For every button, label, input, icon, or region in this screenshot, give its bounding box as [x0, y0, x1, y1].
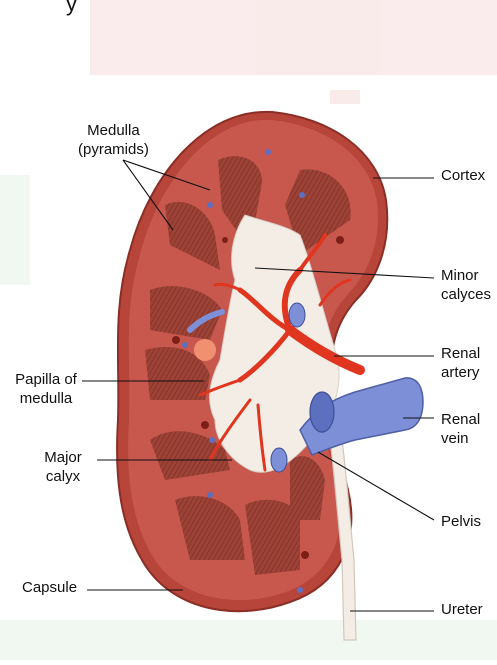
- label-major-calyx: Major calyx: [32, 448, 94, 486]
- label-major-calyx-line2: calyx: [32, 467, 94, 486]
- label-papilla-of-medulla: Papilla of medulla: [10, 370, 82, 408]
- label-ureter: Ureter: [441, 600, 483, 619]
- label-cortex: Cortex: [441, 166, 485, 185]
- label-medulla-line1: Medulla: [78, 121, 149, 140]
- label-minor-calyces-line2: calyces: [441, 285, 491, 304]
- label-pelvis: Pelvis: [441, 512, 481, 531]
- label-renal-vein-line2: vein: [441, 429, 480, 448]
- label-major-calyx-line1: Major: [32, 448, 94, 467]
- label-renal-vein: Renal vein: [441, 410, 480, 448]
- label-minor-calyces-line1: Minor: [441, 266, 491, 285]
- label-papilla-line2: medulla: [10, 389, 82, 408]
- top-text-fragment: y: [66, 0, 77, 13]
- label-capsule: Capsule: [22, 578, 77, 597]
- label-papilla-line1: Papilla of: [10, 370, 82, 389]
- label-renal-artery-line2: artery: [441, 363, 480, 382]
- papilla-marker: [194, 339, 216, 361]
- label-renal-artery-line1: Renal: [441, 344, 480, 363]
- label-renal-artery: Renal artery: [441, 344, 480, 382]
- label-medulla: Medulla (pyramids): [78, 121, 149, 159]
- label-minor-calyces: Minor calyces: [441, 266, 491, 304]
- label-medulla-line2: (pyramids): [78, 140, 149, 159]
- label-renal-vein-line1: Renal: [441, 410, 480, 429]
